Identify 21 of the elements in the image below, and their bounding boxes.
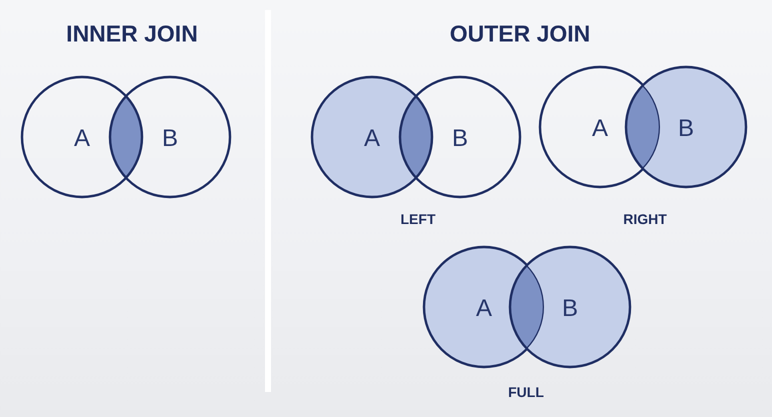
venn-circle	[108, 75, 232, 199]
venn-caption: FULL	[508, 385, 544, 399]
section-heading: OUTER JOIN	[450, 22, 590, 46]
venn-circle	[422, 245, 546, 369]
venn-circle	[508, 245, 632, 369]
set-label: A	[476, 297, 492, 321]
section-heading: INNER JOIN	[66, 22, 198, 46]
set-label: A	[74, 127, 90, 151]
venn-circle	[624, 65, 748, 189]
venn-circle	[538, 65, 662, 189]
set-label: A	[592, 117, 608, 141]
venn-caption: LEFT	[400, 212, 436, 226]
set-label: B	[162, 127, 178, 151]
set-label: B	[678, 117, 694, 141]
set-label: A	[364, 127, 380, 151]
venn-circle	[310, 75, 434, 199]
venn-circle	[398, 75, 522, 199]
set-label: B	[562, 297, 578, 321]
venn-circle	[20, 75, 144, 199]
venn-caption: RIGHT	[623, 212, 667, 226]
set-label: B	[452, 127, 468, 151]
